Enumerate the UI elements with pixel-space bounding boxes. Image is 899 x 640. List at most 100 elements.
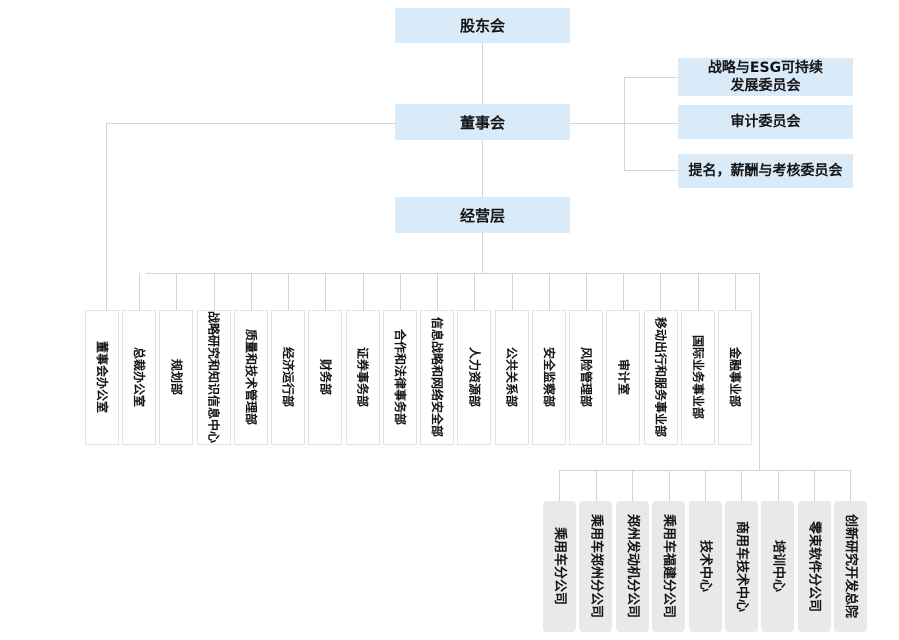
node-label: 经营层: [459, 206, 505, 225]
node-label: 财务部: [318, 359, 333, 396]
node-label: 股东会: [459, 17, 505, 35]
node-label: 董事会办公室: [95, 341, 109, 414]
node-management-layer: 经营层: [395, 197, 570, 233]
node-strategy-esg-committee: 战略与ESG可持续 发展委员会: [678, 58, 853, 96]
subsidiary-node: 郑州发动机分公司: [615, 501, 649, 632]
node-label: 技术中心: [697, 540, 713, 593]
node-label: 战略研究和知识信息中心: [206, 311, 221, 444]
node-nomination-remuneration-committee: 提名，薪酬与考核委员会: [678, 154, 853, 188]
connector: [176, 273, 177, 310]
subsidiary-node: 零束软件分公司: [797, 501, 831, 632]
subsidiary-node: 乘用车分公司: [543, 501, 576, 632]
connector: [698, 273, 699, 310]
department-node: 金融事业部: [717, 310, 752, 445]
node-label: 商用车技术中心: [733, 520, 749, 612]
node-label: 人力资源部: [467, 347, 482, 408]
connector: [549, 273, 550, 310]
department-node: 安全监察部: [531, 310, 566, 445]
subsidiary-node: 技术中心: [688, 501, 722, 632]
connector: [106, 123, 395, 124]
department-node: 证券事务部: [345, 310, 380, 445]
department-node: 规划部: [159, 310, 194, 445]
connector: [363, 273, 364, 310]
connector: [735, 273, 736, 310]
department-node: 人力资源部: [457, 310, 492, 445]
node-label: 国际业务事业部: [690, 335, 705, 420]
node-label: 审计委员会: [730, 113, 801, 130]
department-node: 移动出行和服务事业部: [643, 310, 678, 445]
connector: [482, 140, 483, 197]
connector: [474, 273, 475, 310]
connector: [623, 273, 624, 310]
department-node: 财务部: [308, 310, 343, 445]
connector: [482, 233, 483, 273]
connector: [437, 273, 438, 310]
node-label: 审计室: [616, 359, 631, 396]
node-board-of-directors: 董事会: [395, 104, 570, 140]
connector: [669, 470, 670, 501]
department-node: 经济运行部: [271, 310, 306, 445]
node-label: 培训中心: [770, 540, 786, 593]
subsidiary-row: 乘用车分公司 乘用车郑州分公司 郑州发动机分公司 乘用车福建分公司 技术中心 商…: [543, 501, 867, 632]
node-label: 战略与ESG可持续 发展委员会: [707, 59, 824, 94]
node-label: 风险管理部: [579, 347, 594, 408]
node-label: 董事会: [459, 113, 505, 132]
connector: [214, 273, 215, 310]
node-label: 总裁办公室: [132, 347, 147, 408]
connector: [632, 470, 633, 501]
connector: [106, 123, 107, 310]
department-node: 审计室: [606, 310, 641, 445]
node-label: 零束软件分公司: [806, 520, 822, 612]
node-label: 创新研究开发总院: [843, 514, 858, 619]
node-shareholders-meeting: 股东会: [395, 8, 570, 43]
department-node: 战略研究和知识信息中心: [196, 310, 231, 445]
connector: [146, 273, 759, 274]
connector: [251, 273, 252, 310]
department-node: 风险管理部: [569, 310, 604, 445]
node-audit-committee: 审计委员会: [678, 105, 853, 139]
connector: [139, 273, 140, 310]
connector: [660, 273, 661, 310]
connector: [482, 43, 483, 104]
connector: [705, 470, 706, 501]
department-node: 合作和法律事务部: [382, 310, 417, 445]
node-label: 证券事务部: [355, 347, 370, 408]
department-node: 国际业务事业部: [680, 310, 715, 445]
subsidiary-node: 乘用车郑州分公司: [579, 501, 613, 632]
connector: [400, 273, 401, 310]
connector: [778, 470, 779, 501]
node-label: 乘用车福建分公司: [661, 514, 677, 619]
department-node: 信息战略和网络安全部: [420, 310, 455, 445]
connector: [759, 273, 760, 470]
department-node: 总裁办公室: [122, 310, 157, 445]
node-label: 乘用车郑州分公司: [588, 514, 604, 619]
connector: [325, 273, 326, 310]
department-node: 董事会办公室: [85, 310, 119, 445]
connector: [814, 470, 815, 501]
department-node: 公共关系部: [494, 310, 529, 445]
connector: [624, 77, 678, 78]
node-label: 公共关系部: [504, 347, 519, 408]
connector: [596, 470, 597, 501]
node-label: 乘用车分公司: [552, 527, 567, 606]
subsidiary-node: 创新研究开发总院: [834, 501, 867, 632]
connector: [850, 470, 851, 501]
node-label: 质量和技术管理部: [243, 329, 258, 426]
connector: [586, 273, 587, 310]
subsidiary-node: 培训中心: [761, 501, 795, 632]
node-label: 经济运行部: [281, 347, 296, 408]
subsidiary-node: 商用车技术中心: [724, 501, 758, 632]
connector: [624, 77, 625, 171]
connector: [288, 273, 289, 310]
node-label: 信息战略和网络安全部: [430, 317, 445, 438]
connector: [741, 470, 742, 501]
node-label: 规划部: [169, 359, 184, 396]
node-label: 提名，薪酬与考核委员会: [688, 162, 843, 179]
node-label: 郑州发动机分公司: [624, 514, 640, 619]
node-label: 合作和法律事务部: [392, 329, 407, 426]
node-label: 安全监察部: [541, 347, 556, 408]
connector: [512, 273, 513, 310]
connector: [559, 470, 560, 501]
subsidiary-node: 乘用车福建分公司: [652, 501, 686, 632]
